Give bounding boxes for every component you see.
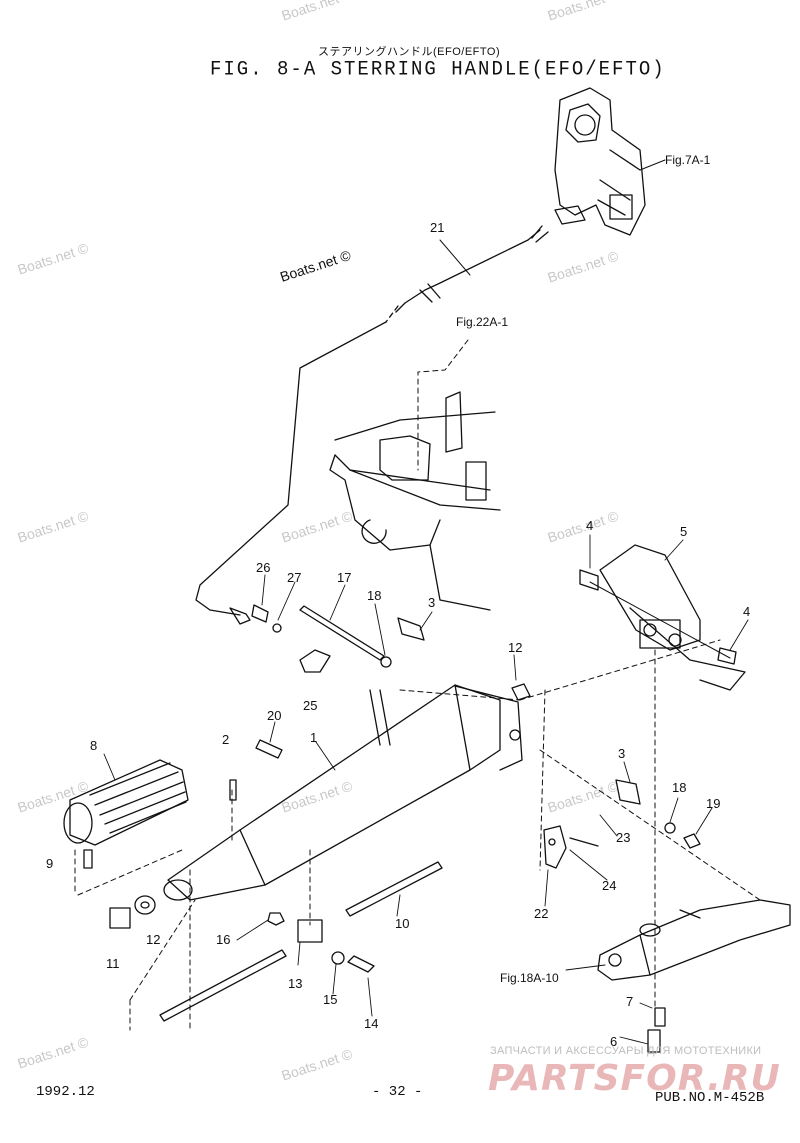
page-number: - 32 - — [372, 1084, 423, 1100]
callout-22: 22 — [534, 906, 548, 921]
callout-15: 15 — [323, 992, 337, 1007]
callout-9: 9 — [46, 856, 53, 871]
screw-part — [83, 849, 93, 869]
callout-1: 1 — [310, 730, 317, 745]
callout-16: 16 — [216, 932, 230, 947]
callout-2: 2 — [222, 732, 229, 747]
ref-fig-7a1: Fig.7A-1 — [665, 153, 711, 167]
clip-part — [299, 649, 331, 673]
small-parts — [229, 779, 237, 801]
callout-10: 10 — [395, 916, 409, 931]
title-japanese: ステアリングハンドル(EFO/EFTO) — [318, 46, 501, 58]
callout-19: 19 — [706, 796, 720, 811]
callout-4: 4 — [743, 604, 750, 619]
callout-23: 23 — [616, 830, 630, 845]
leader-lines — [103, 534, 749, 1045]
callout-11: 11 — [106, 956, 120, 971]
callout-4: 4 — [586, 518, 593, 533]
assembly-guide-lines — [74, 639, 761, 1031]
ref-fig-18a10: Fig.18A-10 — [500, 971, 559, 985]
callout-21: 21 — [430, 220, 444, 235]
steering-bracket-part — [554, 87, 646, 236]
callout-numbers: 21 4 5 4 3 12 18 17 27 26 25 20 1 2 8 9 … — [46, 220, 750, 1049]
swivel-bracket-part — [597, 899, 791, 981]
throttle-cable-part — [195, 225, 549, 625]
page-title: FIG. 8-A STERRING HANDLE(EFO/EFTO) — [210, 57, 666, 81]
callout-25: 25 — [303, 698, 317, 713]
ref-fig-22a1: Fig.22A-1 — [456, 315, 508, 329]
callout-3: 3 — [428, 595, 435, 610]
lower-cover-part — [329, 391, 501, 611]
callout-18: 18 — [367, 588, 381, 603]
callout-24: 24 — [602, 878, 616, 893]
steering-arm-part — [163, 684, 523, 901]
publication-date: 1992.12 — [36, 1084, 95, 1100]
mount-bracket-part — [599, 544, 746, 691]
callout-27: 27 — [287, 570, 301, 585]
callout-8: 8 — [90, 738, 97, 753]
shaft-rod-parts — [159, 605, 443, 1022]
shop-tagline: ЗАПЧАСТИ И АКСЕССУАРЫ ДЛЯ МОТОТЕХНИКИ — [490, 1045, 762, 1057]
hardware-parts — [109, 569, 737, 1053]
callout-14: 14 — [364, 1016, 378, 1031]
throttle-grip-part — [63, 759, 189, 846]
callout-12: 12 — [146, 932, 160, 947]
callout-13: 13 — [288, 976, 302, 991]
shop-logo: PARTSFOR.RU — [488, 1058, 781, 1099]
callout-20: 20 — [267, 708, 281, 723]
callout-12: 12 — [508, 640, 522, 655]
boats-net-stamp: Boats.net © — [278, 247, 353, 285]
callout-18: 18 — [672, 780, 686, 795]
callout-17: 17 — [337, 570, 351, 585]
callout-7: 7 — [626, 994, 633, 1009]
link-part — [543, 825, 599, 869]
callout-5: 5 — [680, 524, 687, 539]
callout-26: 26 — [256, 560, 270, 575]
callout-3: 3 — [618, 746, 625, 761]
callout-6: 6 — [610, 1034, 617, 1049]
publication-number: PUB.NO.M-452B — [655, 1090, 765, 1106]
